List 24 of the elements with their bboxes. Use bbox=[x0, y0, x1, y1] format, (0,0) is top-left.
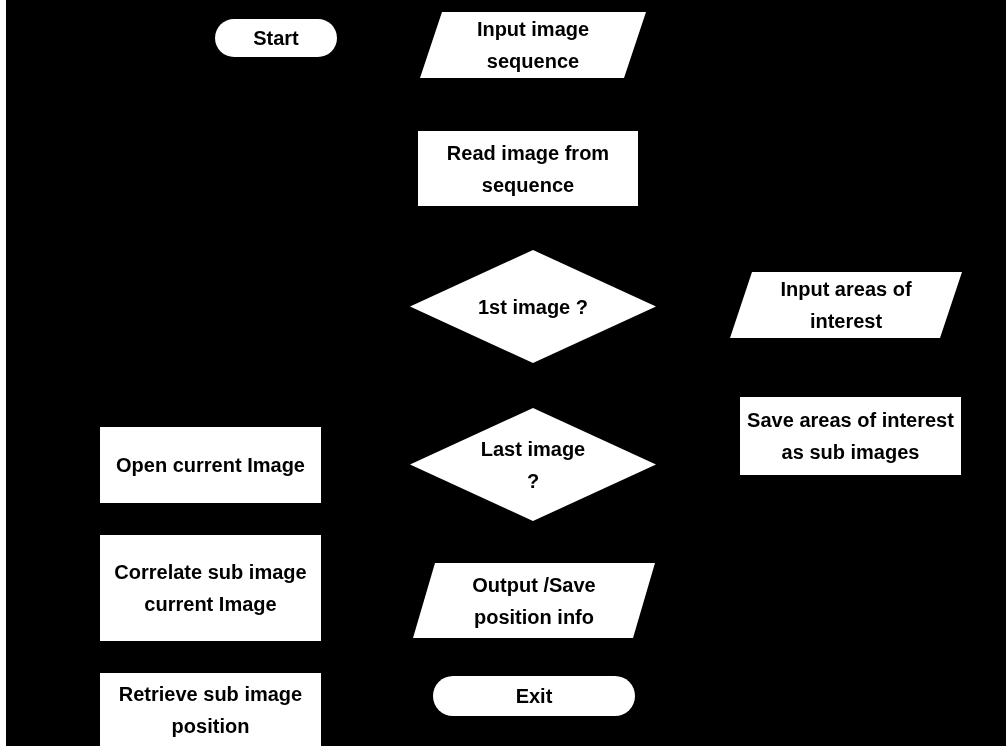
terminal-pill bbox=[215, 19, 337, 57]
node-label: Read image from sequence bbox=[445, 140, 611, 198]
process-box bbox=[418, 131, 638, 206]
node-label: 1st image ? bbox=[476, 294, 589, 320]
process-box bbox=[740, 397, 961, 475]
node-label: Input image sequence bbox=[475, 17, 591, 74]
process-box bbox=[100, 673, 321, 746]
terminal-pill bbox=[433, 676, 635, 716]
decision-diamond bbox=[410, 408, 656, 521]
input-output-parallelogram bbox=[413, 563, 655, 638]
node-label: Retrieve sub image position bbox=[117, 681, 304, 739]
decision-diamond bbox=[410, 250, 656, 363]
node-label: Correlate sub image current Image bbox=[113, 560, 308, 617]
node-label: Last image ? bbox=[479, 436, 587, 494]
node-label: Input areas of interest bbox=[779, 277, 913, 334]
node-label: Start bbox=[252, 26, 300, 51]
node-label: Save areas of interest as sub images bbox=[746, 408, 955, 465]
input-output-parallelogram bbox=[420, 12, 646, 78]
input-output-parallelogram bbox=[730, 272, 962, 338]
node-label: Output /Save position info bbox=[471, 572, 597, 630]
node-label: Exit bbox=[514, 684, 554, 709]
process-box bbox=[100, 427, 321, 503]
node-label: Open current Image bbox=[115, 453, 306, 478]
process-box bbox=[100, 535, 321, 641]
